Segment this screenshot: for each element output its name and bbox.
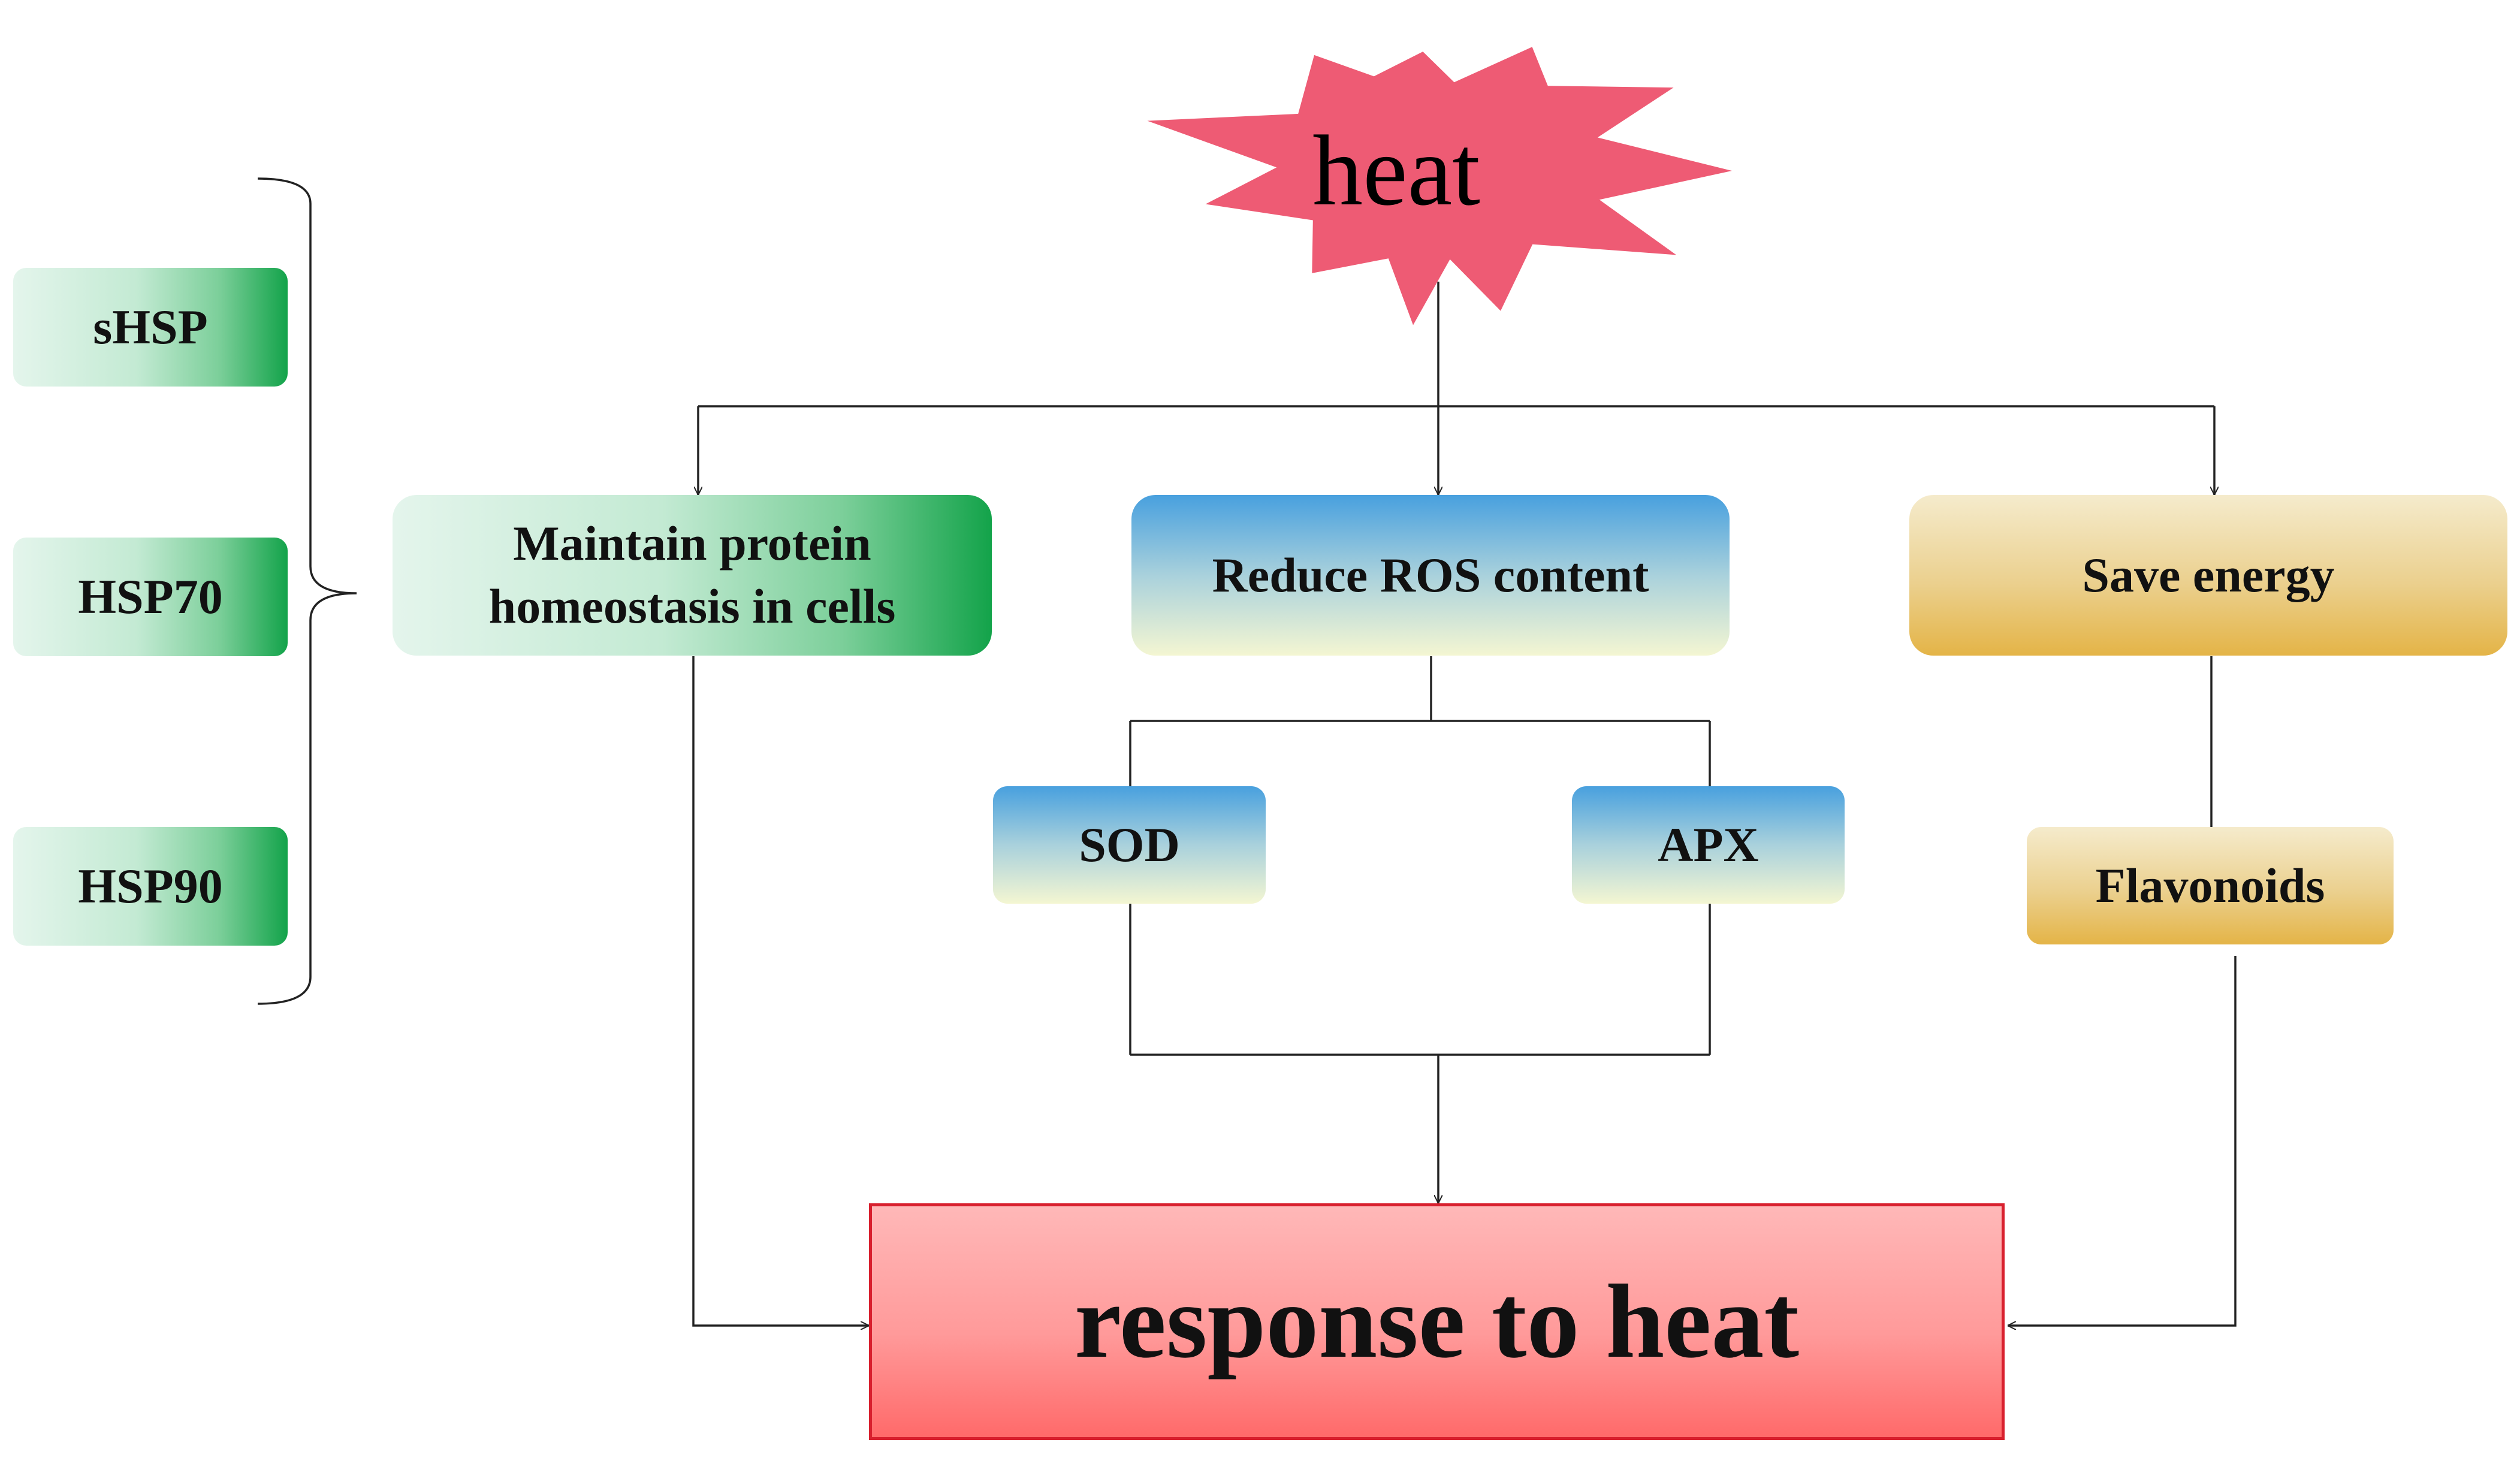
apx-box: APX <box>1572 786 1845 904</box>
apx-label: APX <box>1658 817 1759 872</box>
hsp-brace <box>257 177 357 1005</box>
hsp-label-hsp70: HSP70 <box>78 569 223 624</box>
reduce-ros-box: Reduce ROS content <box>1131 495 1730 656</box>
protein-homeostasis-line2: homeostasis in cells <box>488 579 896 633</box>
hsp-box-shsp: sHSP <box>13 268 288 387</box>
hsp-label-hsp90: HSP90 <box>78 859 223 913</box>
flavonoids-label: Flavonoids <box>2095 858 2325 913</box>
protein-homeostasis-line1: Maintain protein <box>513 516 871 571</box>
hsp-label-shsp: sHSP <box>93 300 208 354</box>
hsp-box-hsp90: HSP90 <box>13 827 288 946</box>
flavonoids-box: Flavonoids <box>2027 827 2394 944</box>
sod-box: SOD <box>993 786 1266 904</box>
sod-label: SOD <box>1079 817 1180 872</box>
reduce-ros-label: Reduce ROS content <box>1212 547 1649 602</box>
response-to-heat-box: response to heat <box>869 1203 2005 1440</box>
heat-starburst-shape <box>1147 47 1732 325</box>
protein-homeostasis-box: Maintain protein homeostasis in cells <box>393 495 992 656</box>
hsp-box-hsp70: HSP70 <box>13 538 288 656</box>
response-to-heat-label: response to heat <box>1074 1263 1800 1380</box>
save-energy-box: Save energy <box>1909 495 2507 656</box>
heat-label: heat <box>1312 114 1480 227</box>
save-energy-label: Save energy <box>2082 547 2335 602</box>
